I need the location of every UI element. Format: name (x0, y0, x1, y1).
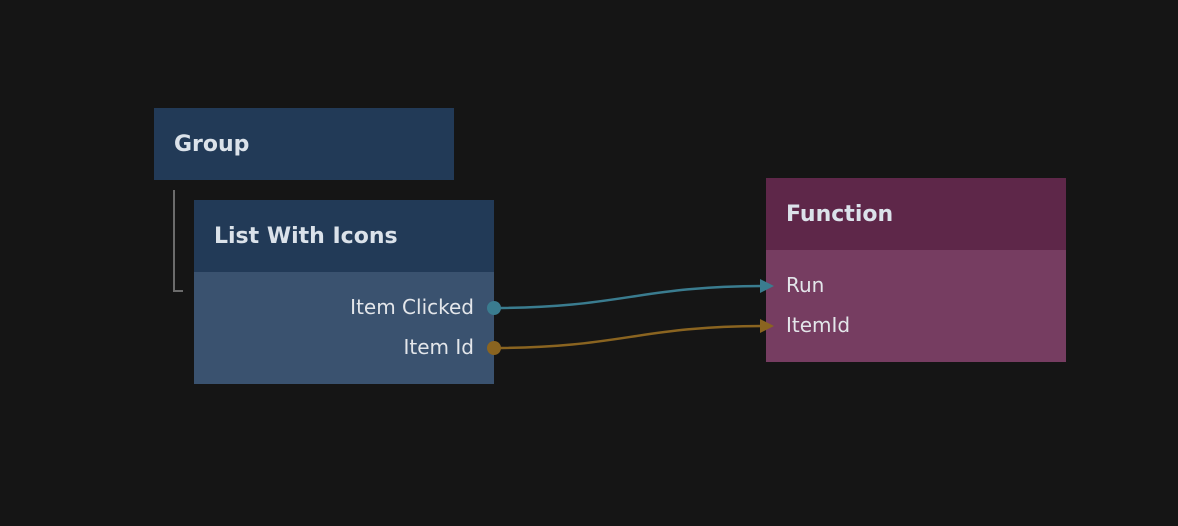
input-port-itemid[interactable]: ItemId (766, 305, 1066, 345)
output-port-label: Item Id (403, 335, 474, 359)
input-port-label: Run (786, 273, 825, 297)
group-node[interactable]: Group (154, 108, 454, 180)
function-node[interactable]: Function Run ItemId (766, 178, 1066, 362)
input-port-run[interactable]: Run (766, 265, 1066, 305)
output-port-item-clicked[interactable]: Item Clicked (194, 287, 494, 327)
output-port-label: Item Clicked (350, 295, 474, 319)
group-node-title: Group (174, 131, 250, 157)
list-with-icons-node-title: List With Icons (194, 200, 494, 272)
connection-item-clicked-to-run[interactable] (493, 284, 765, 310)
child-hierarchy-connector (173, 190, 183, 292)
connection-item-id-to-itemid[interactable] (493, 324, 765, 350)
output-port-item-id[interactable]: Item Id (194, 327, 494, 367)
list-with-icons-node[interactable]: List With Icons Item Clicked Item Id (194, 200, 494, 384)
input-port-label: ItemId (786, 313, 851, 337)
function-node-title: Function (766, 178, 1066, 250)
